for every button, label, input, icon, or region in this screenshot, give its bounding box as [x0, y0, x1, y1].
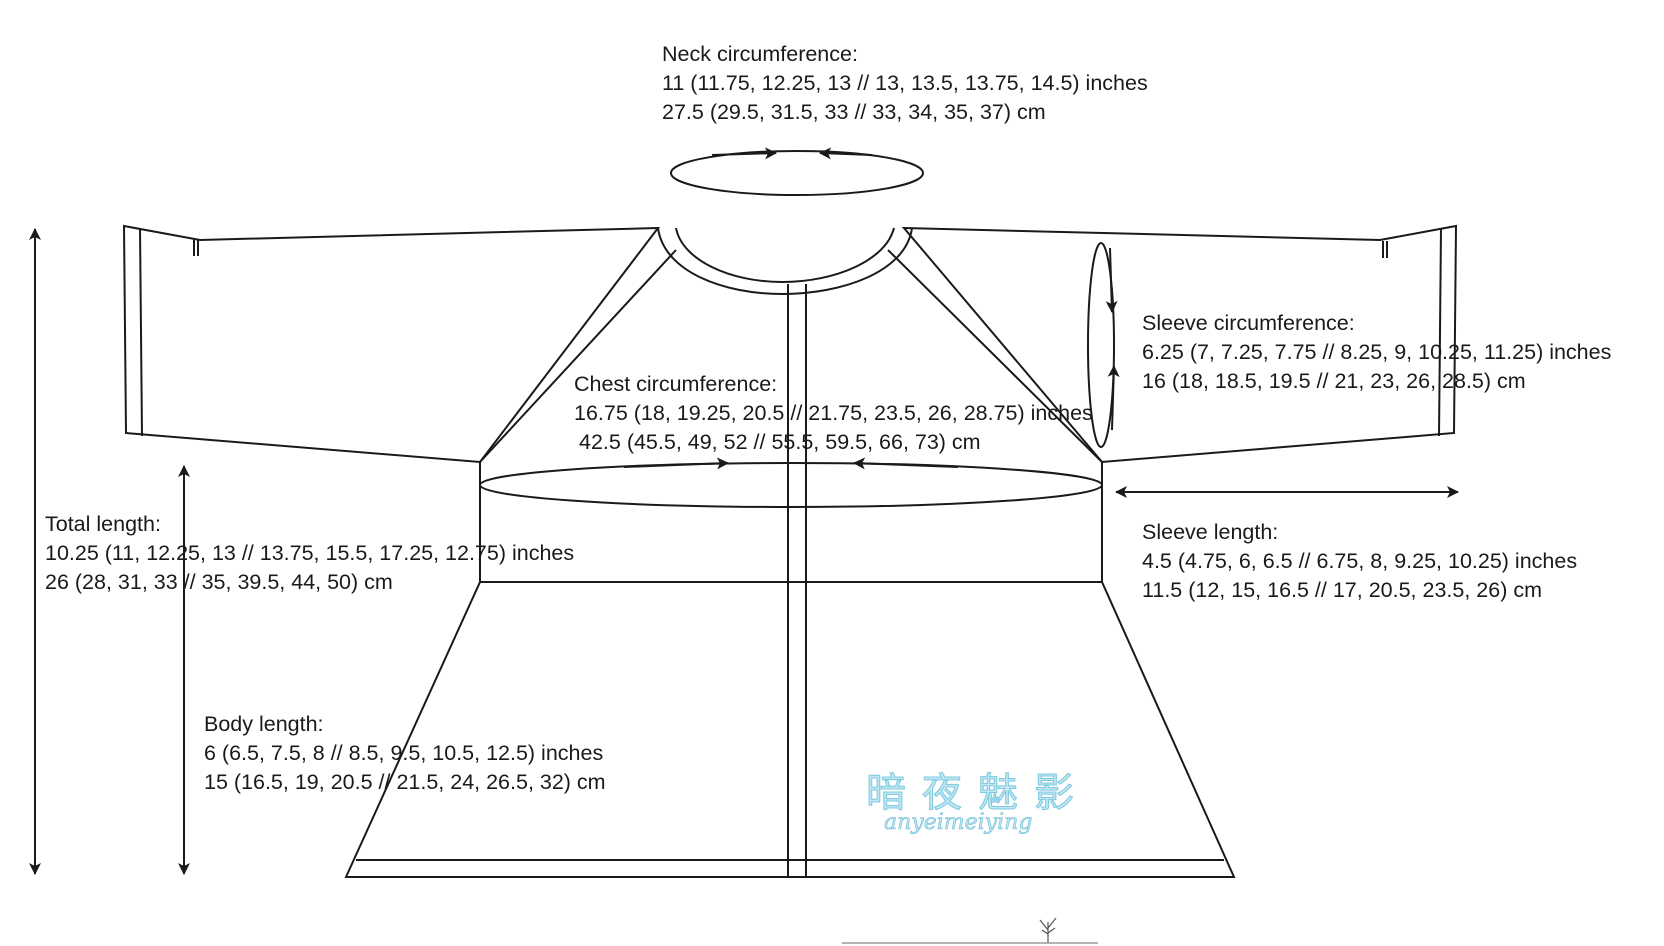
- chest-ellipse: [479, 462, 1103, 508]
- sleeve-length-label: Sleeve length: 4.5 (4.75, 6, 6.5 // 6.75…: [1142, 518, 1577, 605]
- body-title: Body length:: [204, 712, 324, 736]
- chest-arrow-left: [623, 457, 729, 470]
- watermark-title: 暗夜魅影: [866, 770, 1090, 817]
- right-cuff-line: [1438, 227, 1442, 437]
- sleeve-circumference-label: Sleeve circumference: 6.25 (7, 7.25, 7.7…: [1142, 309, 1611, 396]
- total-inches: 10.25 (11, 12.25, 13 // 13.75, 15.5, 17.…: [45, 541, 575, 565]
- sleeve-circ-title: Sleeve circumference:: [1142, 311, 1355, 335]
- total-title: Total length:: [45, 512, 161, 536]
- watermark: 暗夜魅影 anyeimeiying: [858, 760, 1098, 840]
- sleeve-ellipse: [1087, 242, 1115, 448]
- body-length-label: Body length: 6 (6.5, 7.5, 8 // 8.5, 9.5,…: [204, 710, 606, 797]
- neck-cm: 27.5 (29.5, 31.5, 33 // 33, 34, 35, 37) …: [662, 100, 1046, 124]
- sleeve-len-cm: 11.5 (12, 15, 16.5 // 17, 20.5, 23.5, 26…: [1142, 578, 1542, 602]
- chest-cm: 42.5 (45.5, 49, 52 // 55.5, 59.5, 66, 73…: [579, 430, 981, 454]
- tree-icon: [1039, 917, 1057, 943]
- sleeve-len-inches: 4.5 (4.75, 6, 6.5 // 6.75, 8, 9.25, 10.2…: [1142, 549, 1578, 573]
- left-cuff-line: [139, 227, 143, 437]
- yoke-left-raglan: [479, 249, 677, 463]
- right-sleeve-outline: [901, 224, 1458, 464]
- neckband-inner: [675, 227, 895, 284]
- body-cm: 15 (16.5, 19, 20.5 // 21.5, 24, 26.5, 32…: [204, 770, 606, 794]
- chest-arrow-right: [853, 457, 959, 470]
- sleeve-circ-cm: 16 (18, 18.5, 19.5 // 21, 23, 26, 28.5) …: [1142, 369, 1526, 393]
- watermark-subtitle: anyeimeiying: [884, 810, 1033, 836]
- chest-circumference-label: Chest circumference: 16.75 (18, 19.25, 2…: [574, 370, 1093, 457]
- neck-ellipse: [670, 150, 924, 196]
- total-cm: 26 (28, 31, 33 // 35, 39.5, 44, 50) cm: [45, 570, 393, 594]
- sleeve-arrow-up: [1105, 247, 1118, 313]
- sleeve-len-title: Sleeve length:: [1142, 520, 1279, 544]
- body-inches: 6 (6.5, 7.5, 8 // 8.5, 9.5, 10.5, 12.5) …: [204, 741, 604, 765]
- body-outline: [344, 462, 1236, 878]
- neck-title: Neck circumference:: [662, 42, 858, 66]
- neck-inches: 11 (11.75, 12.25, 13 // 13, 13.5, 13.75,…: [662, 71, 1148, 95]
- chest-inches: 16.75 (18, 19.25, 20.5 // 21.75, 23.5, 2…: [574, 401, 1093, 425]
- neckband-outer: [657, 227, 913, 296]
- yoke-right-raglan: [887, 249, 1103, 463]
- sleeve-arrow-down: [1107, 365, 1120, 431]
- sleeve-circ-inches: 6.25 (7, 7.25, 7.75 // 8.25, 9, 10.25, 1…: [1142, 340, 1612, 364]
- chest-title: Chest circumference:: [574, 372, 778, 396]
- neck-circumference-label: Neck circumference: 11 (11.75, 12.25, 13…: [662, 40, 1148, 127]
- total-length-label: Total length: 10.25 (11, 12.25, 13 // 13…: [45, 510, 574, 597]
- neck-arrow-right: [819, 147, 873, 160]
- left-sleeve-outline: [122, 224, 661, 464]
- neck-arrow-left: [711, 147, 777, 160]
